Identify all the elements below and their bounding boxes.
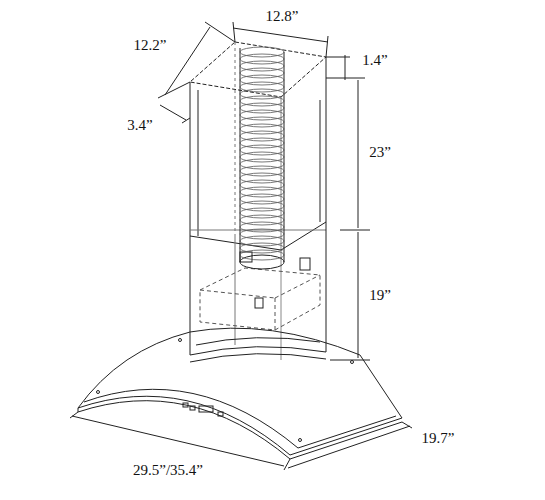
chimney-join bbox=[281, 222, 326, 250]
control-button bbox=[190, 406, 195, 410]
extension-line bbox=[182, 118, 190, 123]
dimension-line bbox=[160, 105, 186, 120]
control-display bbox=[199, 406, 213, 412]
motor-housing bbox=[200, 268, 320, 330]
dimension-label: 23” bbox=[367, 144, 393, 161]
chimney-edge bbox=[326, 57, 327, 222]
extension-line bbox=[158, 82, 190, 98]
extension-line bbox=[326, 57, 350, 58]
dimension-line bbox=[233, 28, 328, 42]
dimension-line bbox=[345, 55, 346, 80]
canopy-front bbox=[84, 389, 298, 448]
chimney-base bbox=[196, 338, 320, 345]
screw bbox=[255, 298, 263, 308]
chimney-base bbox=[190, 354, 326, 362]
bracket bbox=[300, 258, 310, 270]
canopy-edge bbox=[298, 416, 396, 448]
lower-chimney bbox=[190, 222, 326, 362]
dimension-line bbox=[72, 416, 284, 466]
dimension-line bbox=[165, 27, 210, 95]
dimension-label: 19” bbox=[367, 287, 393, 304]
chimney-join bbox=[190, 230, 326, 231]
dimension-label: 12.8” bbox=[264, 8, 301, 25]
flexible-duct bbox=[240, 47, 284, 262]
dimension-label: 12.2” bbox=[132, 37, 169, 54]
control-button bbox=[218, 412, 223, 416]
dimension-line bbox=[358, 232, 359, 358]
dimension-lines bbox=[70, 22, 412, 470]
chimney-edge bbox=[326, 222, 327, 352]
extension-line bbox=[205, 22, 235, 42]
extension-line bbox=[326, 36, 328, 57]
dimension-line bbox=[288, 426, 410, 468]
extension-line bbox=[284, 459, 290, 470]
dimension-line bbox=[358, 80, 359, 228]
screw bbox=[299, 439, 302, 442]
dimension-label: 19.7” bbox=[420, 430, 457, 447]
chimney-edge bbox=[190, 82, 191, 236]
canopy-edge bbox=[290, 418, 402, 455]
canopy-edge bbox=[360, 355, 402, 418]
control-button bbox=[183, 403, 188, 407]
motor-housing bbox=[275, 298, 276, 330]
screw bbox=[97, 391, 100, 394]
chimney-edge bbox=[190, 236, 191, 355]
extension-line bbox=[330, 360, 370, 361]
dimension-label: 1.4” bbox=[360, 52, 389, 69]
dimension-label: 3.4” bbox=[125, 117, 154, 134]
dimension-label: 29.5”/35.4” bbox=[131, 462, 205, 479]
extension-line bbox=[233, 22, 235, 42]
screw bbox=[351, 361, 354, 364]
upper-chimney bbox=[190, 42, 326, 250]
motor-housing bbox=[200, 290, 275, 298]
screw bbox=[179, 339, 182, 342]
chimney-slot bbox=[320, 100, 321, 222]
chimney-edge bbox=[281, 250, 282, 360]
extension-line bbox=[340, 230, 370, 231]
chimney-slot bbox=[198, 90, 199, 236]
canopy-bottom bbox=[78, 401, 402, 459]
canopy-edge bbox=[190, 328, 360, 355]
chimney-edge-hidden bbox=[235, 42, 236, 236]
duct-coil bbox=[240, 250, 284, 260]
glass-canopy bbox=[78, 328, 402, 459]
motor-housing bbox=[275, 275, 320, 298]
